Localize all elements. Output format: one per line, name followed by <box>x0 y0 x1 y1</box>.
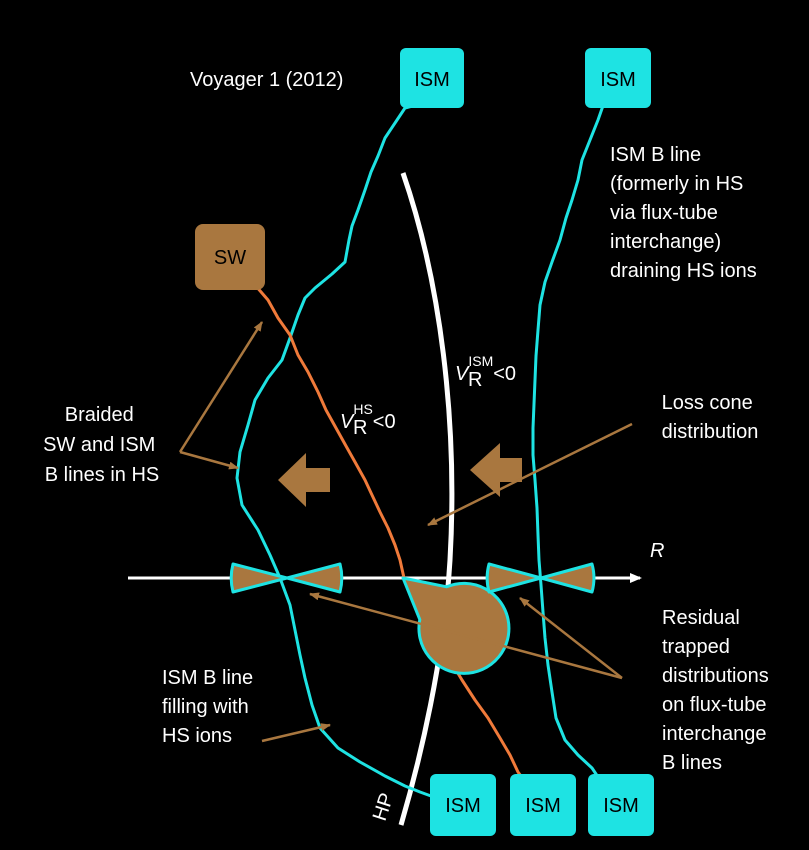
bowtie-right <box>485 562 596 594</box>
ism-box-bottom-2-label: ISM <box>525 795 561 817</box>
ism-b-line-right <box>531 99 607 781</box>
ism-box-bottom-1: ISM <box>430 774 496 836</box>
residual-line-3: distributions <box>662 665 769 687</box>
residual-line-1: Residual <box>662 607 740 629</box>
filling-line-3: HS ions <box>162 725 232 747</box>
filling-line-1: ISM B line <box>162 667 253 689</box>
voyager-title: Voyager 1 (2012) <box>190 69 343 91</box>
ism-box-bottom-3-label: ISM <box>603 795 639 817</box>
ism-b-line-left <box>235 96 443 802</box>
pointer-braided-to-ism <box>179 450 239 470</box>
sw-b-line <box>253 284 530 787</box>
braided-line-1: Braided <box>65 404 134 426</box>
pointer-loss-cone <box>427 422 633 527</box>
label-residual: Residual trapped distributions on flux-t… <box>662 607 774 774</box>
residual-line-6: B lines <box>662 752 722 774</box>
pointer-filling <box>261 723 331 743</box>
residual-line-4: on flux-tube <box>662 694 767 716</box>
ism-box-top-right-label: ISM <box>600 69 636 91</box>
label-vr-ism: VISM<0 <box>455 353 516 385</box>
draining-line-4: interchange) <box>610 231 721 253</box>
bowtie-left <box>229 562 344 594</box>
label-loss-cone: Loss cone distribution <box>662 392 759 443</box>
braided-line-2: SW and ISM <box>43 434 155 456</box>
label-ism-b-line-filling: ISM B line filling with HS ions <box>162 667 259 747</box>
draining-line-2: (formerly in HS <box>610 173 743 195</box>
draining-line-5: draining HS ions <box>610 260 757 282</box>
residual-line-2: trapped <box>662 636 730 658</box>
draining-line-3: via flux-tube <box>610 202 718 224</box>
sw-box: SW <box>195 224 265 290</box>
braided-line-3: B lines in HS <box>45 464 160 486</box>
loss-cone-line-1: Loss cone <box>662 392 753 414</box>
inflow-arrow-left <box>278 453 330 507</box>
inflow-arrow-right <box>470 443 522 497</box>
vr-ism-rel: <0 <box>493 363 516 385</box>
vr-hs-sup: HS <box>353 401 372 417</box>
ism-box-top-left-label: ISM <box>414 69 450 91</box>
pointer-residual-right <box>519 597 623 679</box>
label-hp: HP <box>369 790 399 823</box>
residual-line-5: interchange <box>662 723 767 745</box>
label-ism-b-line-draining: ISM B line (formerly in HS via flux-tube… <box>610 144 757 282</box>
ism-box-bottom-1-label: ISM <box>445 795 481 817</box>
ism-box-bottom-3: ISM <box>588 774 654 836</box>
label-axis-r: R <box>650 540 664 562</box>
vr-ism-sub: R <box>468 369 482 391</box>
draining-line-1: ISM B line <box>610 144 701 166</box>
ism-box-top-right: ISM <box>585 48 651 108</box>
vr-hs-rel: <0 <box>373 411 396 433</box>
heliopause-curve <box>398 172 455 826</box>
loss-cone-line-2: distribution <box>662 421 759 443</box>
vr-ism-v: V <box>455 363 470 385</box>
label-vr-hs: VHS<0 <box>340 401 396 433</box>
ism-box-bottom-2: ISM <box>510 774 576 836</box>
pointer-braided-to-sw <box>178 321 264 453</box>
vr-hs-sub: R <box>353 417 367 439</box>
pointer-residual-left <box>309 592 623 680</box>
sw-box-label: SW <box>214 247 246 269</box>
ism-box-top-left: ISM <box>400 48 464 108</box>
filling-line-2: filling with <box>162 696 249 718</box>
loss-cone-distribution <box>401 576 511 675</box>
vr-hs-v: V <box>340 411 355 433</box>
label-braided: Braided SW and ISM B lines in HS <box>43 404 161 486</box>
vr-ism-sup: ISM <box>468 353 493 369</box>
